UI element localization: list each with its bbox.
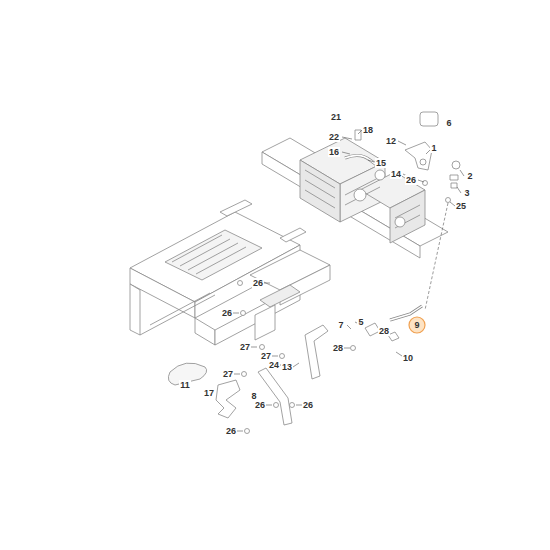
callout-number: 21	[330, 112, 342, 122]
chassis-frame-shape	[280, 265, 330, 305]
callout-number: 24	[268, 360, 280, 370]
pedals-and-levers-shape	[274, 403, 279, 408]
callout-number: 26	[252, 278, 264, 288]
callout-number: 26	[225, 426, 237, 436]
leader-lines-shape	[266, 405, 272, 406]
callout-number: 26	[254, 400, 266, 410]
transmission-shape	[354, 189, 366, 201]
callout-number: 3	[463, 188, 470, 198]
leader-lines-shape	[264, 283, 270, 284]
pedals-and-levers-shape	[351, 346, 356, 351]
callout-number: 12	[385, 136, 397, 146]
leader-lines-shape	[342, 152, 350, 154]
callout-number: 14	[390, 169, 402, 179]
leader-lines-shape	[293, 363, 299, 367]
callout-number: 1	[430, 143, 437, 153]
callout-number: 28	[378, 326, 390, 336]
leader-lines-shape	[234, 374, 240, 375]
callout-number: 5	[357, 317, 364, 327]
callout-number: 25	[455, 201, 467, 211]
pedals-and-levers	[168, 281, 422, 434]
transmission-shape	[390, 190, 425, 243]
callout-number: 26	[302, 400, 314, 410]
transmission-parts-shape	[420, 159, 426, 165]
transmission-shape	[395, 217, 405, 227]
callout-number: 10	[402, 353, 414, 363]
leader-lines-shape	[233, 313, 239, 314]
callout-number: 16	[328, 147, 340, 157]
leader-lines-shape	[342, 137, 352, 139]
pedals-and-levers-shape	[305, 325, 328, 379]
leader-lines-shape	[347, 325, 351, 329]
transmission-parts-shape	[451, 183, 457, 188]
callout-number: 22	[328, 132, 340, 142]
transmission-shape	[375, 170, 385, 180]
callout-circle: 9	[408, 316, 426, 334]
transmission-parts-shape	[355, 130, 361, 140]
callout-number: 26	[221, 308, 233, 318]
transmission-parts-shape	[405, 142, 432, 170]
chassis-frame	[130, 200, 330, 345]
callout-number: 26	[405, 175, 417, 185]
pedals-and-levers-shape	[290, 403, 295, 408]
pedals-and-levers-shape	[280, 354, 285, 359]
pedals-and-levers-shape	[216, 380, 240, 418]
chassis-frame-shape	[215, 285, 300, 345]
chassis-frame-shape	[195, 318, 215, 345]
leader-lines-shape	[237, 431, 243, 432]
callout-number: 9	[414, 320, 419, 330]
transmission-parts-shape	[345, 155, 378, 166]
leader-lines-shape	[426, 150, 430, 154]
chassis-frame-shape	[280, 228, 306, 242]
transmission-shape	[305, 170, 420, 228]
chassis-frame-shape	[172, 235, 246, 274]
callout-number: 2	[466, 171, 473, 181]
chassis-frame-shape	[165, 230, 262, 280]
transmission-parts-shape	[452, 161, 460, 169]
leader-lines-shape	[272, 356, 278, 357]
leader-lines-shape	[251, 347, 257, 348]
transmission-parts-shape	[446, 198, 451, 203]
callout-number: 28	[332, 343, 344, 353]
callout-number: 11	[179, 380, 191, 390]
chassis-frame-shape	[130, 284, 140, 335]
pedals-and-levers-shape	[238, 281, 243, 286]
pedals-and-levers-shape	[260, 345, 265, 350]
leader-lines	[233, 130, 464, 431]
transmission-parts-shape	[345, 155, 378, 166]
transmission	[262, 112, 448, 258]
transmission-parts-shape	[423, 181, 428, 186]
transmission-parts	[345, 130, 460, 203]
chassis-frame-shape	[255, 305, 275, 340]
transmission-shape	[262, 138, 448, 246]
pedals-and-levers-shape	[258, 368, 292, 425]
leader-lines-shape	[457, 187, 461, 193]
callout-number: 17	[203, 388, 215, 398]
leader-lines-shape	[398, 141, 406, 145]
transmission-parts-shape	[450, 175, 458, 180]
callout-number: 27	[239, 342, 251, 352]
leader-lines-shape	[460, 170, 464, 176]
callout-number: 15	[375, 158, 387, 168]
callout-number: 27	[222, 369, 234, 379]
pedals-and-levers-shape	[242, 372, 247, 377]
leader-lines-shape	[425, 203, 448, 310]
circle-shape	[409, 317, 425, 333]
leader-lines-shape	[418, 180, 424, 182]
chassis-frame-shape	[260, 285, 300, 307]
callout-number: 6	[445, 118, 452, 128]
transmission-shape	[420, 112, 438, 126]
leader-lines-shape	[344, 348, 350, 349]
callout-number: 7	[337, 320, 344, 330]
callout-number: 18	[362, 125, 374, 135]
callout-number: 13	[281, 362, 293, 372]
pedals-and-levers-shape	[241, 311, 246, 316]
pedals-and-levers-shape	[245, 429, 250, 434]
chassis-frame-shape	[220, 200, 252, 216]
leader-lines-shape	[368, 160, 374, 162]
chassis-frame-shape	[140, 293, 215, 335]
